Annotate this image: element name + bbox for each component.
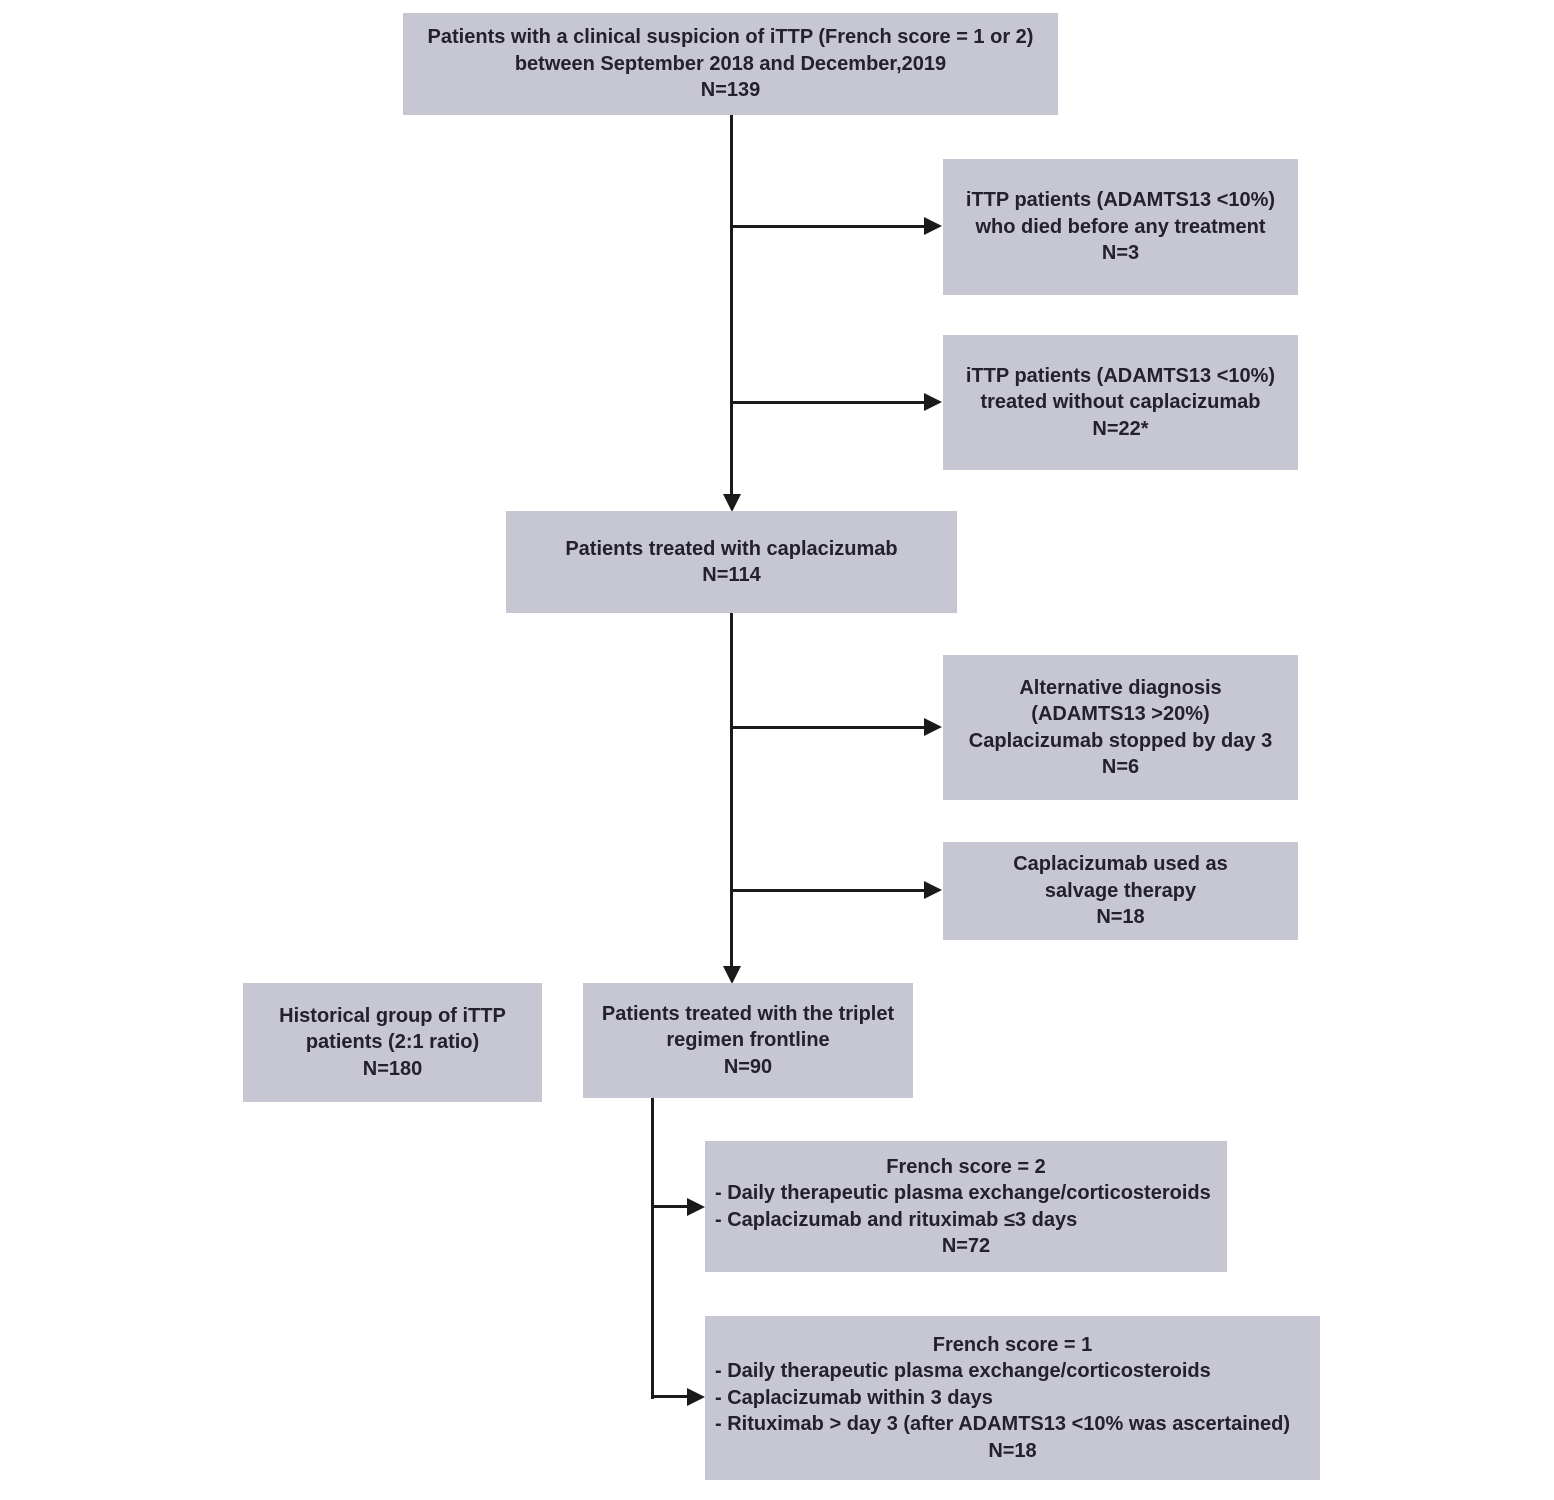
box-line: N=90 xyxy=(723,1055,773,1078)
box-line: N=6 xyxy=(1101,755,1140,778)
connector-to-salvage xyxy=(730,889,924,892)
connector-to-no-caplacizumab xyxy=(730,401,924,404)
flow-box-historical-group: Historical group of iTTP patients (2:1 r… xyxy=(243,983,542,1102)
box-count: N=18 xyxy=(988,1439,1037,1462)
box-line: (ADAMTS13 >20%) xyxy=(1031,703,1210,726)
flow-box-french-score-1: French score = 1 - Daily therapeutic pla… xyxy=(705,1316,1320,1480)
connector-vertical-middle xyxy=(730,613,733,968)
box-bullet: - Daily therapeutic plasma exchange/cort… xyxy=(715,1360,1211,1383)
box-count: N=72 xyxy=(941,1234,991,1257)
box-line: N=22* xyxy=(1092,417,1149,440)
arrow-down-icon xyxy=(723,494,741,512)
flow-box-french-score-2: French score = 2 - Daily therapeutic pla… xyxy=(705,1141,1227,1272)
box-title: French score = 1 xyxy=(932,1334,1093,1357)
box-line: patients (2:1 ratio) xyxy=(305,1031,480,1054)
box-bullet: - Caplacizumab within 3 days xyxy=(715,1386,993,1409)
connector-vertical-top xyxy=(730,115,733,497)
connector-to-died xyxy=(730,225,924,228)
box-line: regimen frontline xyxy=(666,1029,830,1052)
box-bullet: - Daily therapeutic plasma exchange/cort… xyxy=(715,1182,1211,1205)
connector-to-french1 xyxy=(651,1395,689,1398)
flow-box-triplet-regimen: Patients treated with the triplet regime… xyxy=(583,983,913,1098)
connector-to-alternative-diagnosis xyxy=(730,726,924,729)
arrow-right-icon xyxy=(924,718,942,736)
box-line: treated without caplacizumab xyxy=(980,391,1261,414)
box-bullet: - Rituximab > day 3 (after ADAMTS13 <10%… xyxy=(715,1413,1291,1436)
arrow-down-icon xyxy=(723,966,741,984)
box-line: who died before any treatment xyxy=(975,215,1266,238)
box-line: N=114 xyxy=(702,564,761,586)
connector-to-french2 xyxy=(651,1205,689,1208)
box-line: Patients treated with the triplet xyxy=(601,1002,895,1025)
flow-box-salvage-therapy: Caplacizumab used as salvage therapy N=1… xyxy=(943,842,1298,940)
box-line: iTTP patients (ADAMTS13 <10%) xyxy=(965,364,1276,387)
box-line: N=180 xyxy=(362,1057,423,1080)
box-line: Historical group of iTTP xyxy=(279,1004,506,1027)
connector-vertical-bottom xyxy=(651,1098,654,1399)
arrow-right-icon xyxy=(687,1388,705,1406)
flow-box-clinical-suspicion: Patients with a clinical suspicion of iT… xyxy=(403,13,1058,115)
flow-box-treated-with-caplacizumab: Patients treated with caplacizumab N=114 xyxy=(506,511,957,613)
flow-box-alternative-diagnosis: Alternative diagnosis (ADAMTS13 >20%) Ca… xyxy=(943,655,1298,800)
box-line: Patients treated with caplacizumab xyxy=(565,537,898,560)
box-bullet: - Caplacizumab and rituximab ≤3 days xyxy=(715,1208,1078,1231)
box-line: Caplacizumab used as xyxy=(1013,853,1228,876)
box-title: French score = 2 xyxy=(886,1155,1046,1178)
box-line: N=18 xyxy=(1096,906,1145,929)
arrow-right-icon xyxy=(687,1198,705,1216)
box-line: Caplacizumab stopped by day 3 xyxy=(968,729,1273,752)
box-line: N=3 xyxy=(1101,242,1140,265)
box-line: Patients with a clinical suspicion of iT… xyxy=(427,26,1034,49)
box-line: salvage therapy xyxy=(1044,879,1197,902)
box-line: iTTP patients (ADAMTS13 <10%) xyxy=(965,189,1276,212)
box-line: Alternative diagnosis xyxy=(1019,676,1222,699)
arrow-right-icon xyxy=(924,881,942,899)
box-line: N=139 xyxy=(700,79,761,102)
arrow-right-icon xyxy=(924,217,942,235)
flow-box-died-before-treatment: iTTP patients (ADAMTS13 <10%) who died b… xyxy=(943,159,1298,295)
flow-box-treated-without-caplacizumab: iTTP patients (ADAMTS13 <10%) treated wi… xyxy=(943,335,1298,470)
arrow-right-icon xyxy=(924,393,942,411)
box-line: between September 2018 and December,2019 xyxy=(514,52,947,75)
